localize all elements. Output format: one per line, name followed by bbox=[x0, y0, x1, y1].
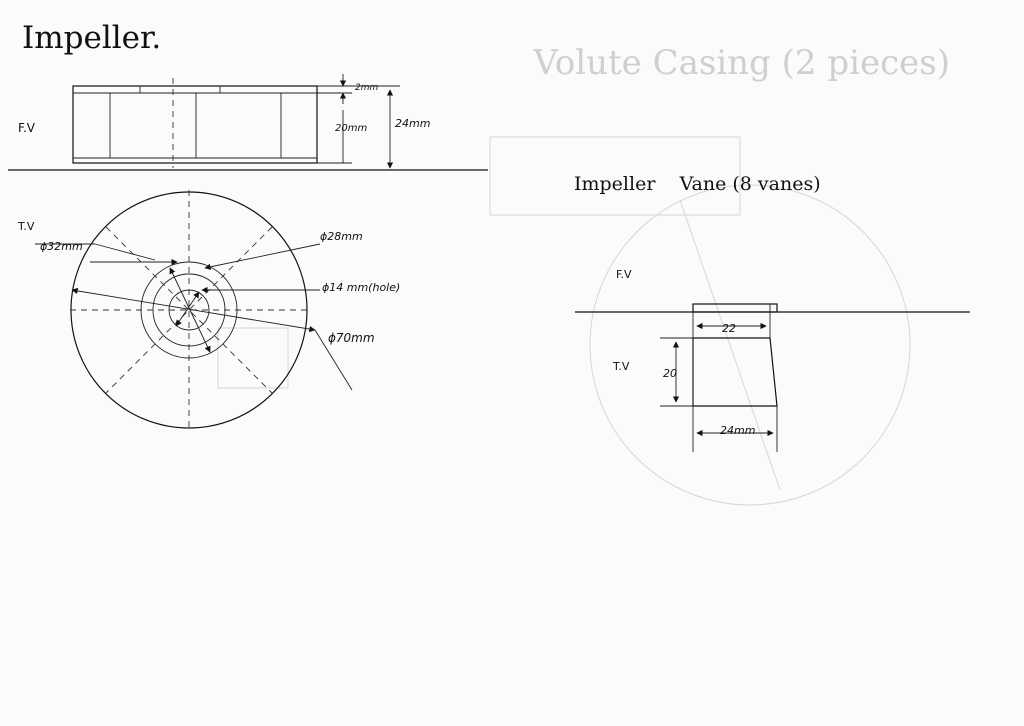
vane-dim-22: 22 bbox=[722, 322, 736, 335]
dim-2mm: 2mm bbox=[355, 83, 378, 93]
impeller-fv-label: F.V bbox=[18, 121, 36, 135]
vane-top-view: T.V 22 20 24mm bbox=[612, 312, 778, 452]
sheet-title: Impeller. bbox=[22, 20, 161, 56]
impeller-tv-label: T.V bbox=[17, 220, 35, 233]
dim-20mm: 20mm bbox=[335, 123, 367, 134]
vane-trapezoid bbox=[692, 337, 778, 407]
vane-front-view: F.V bbox=[575, 268, 970, 313]
dim-hole14: ϕ14 mm(hole) bbox=[322, 281, 400, 294]
vane-dim-24mm: 24mm bbox=[720, 424, 755, 437]
ghost-text: Volute Casing (2 pieces) bbox=[532, 43, 950, 83]
impeller-body-outline bbox=[72, 85, 318, 164]
dim-24mm: 24mm bbox=[395, 117, 430, 130]
vane-title: Impeller Vane (8 vanes) bbox=[574, 173, 821, 195]
impeller-front-view: F.V 2mm 20mm 24mm bbox=[8, 74, 488, 171]
dim-d70: ϕ70mm bbox=[328, 331, 375, 345]
vane-tv-label: T.V bbox=[612, 360, 630, 373]
vane-fv-plate bbox=[692, 303, 778, 313]
vane-dim-20: 20 bbox=[663, 367, 677, 380]
dim-d32: ϕ32mm bbox=[40, 240, 83, 253]
vane-fv-label: F.V bbox=[616, 268, 632, 281]
impeller-top-view: T.V ϕ32mm ϕ28mm ϕ14 mm(hole) ϕ70mm bbox=[17, 190, 400, 430]
dim-d28: ϕ28mm bbox=[320, 230, 363, 243]
ghost-sketch: Volute Casing (2 pieces) bbox=[217, 43, 950, 506]
